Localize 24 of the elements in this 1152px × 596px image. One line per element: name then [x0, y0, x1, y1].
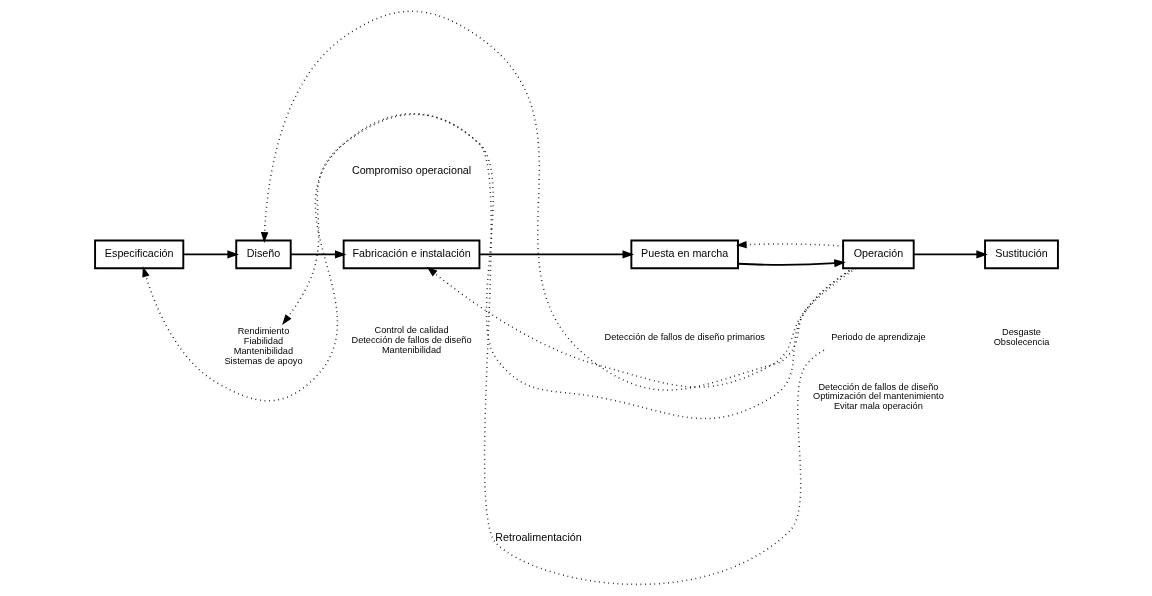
arrow	[478, 250, 634, 259]
node-box: Sustitución	[983, 239, 1059, 270]
node-text: Desgaste Obsolecencia	[993, 326, 1049, 347]
arrow	[141, 112, 853, 420]
arrow	[182, 250, 239, 259]
node-box: Especificación	[93, 239, 184, 270]
node-text: Detección de fallos de diseño Optimización del mantenimiento Evitar mala operación	[812, 381, 944, 412]
node-text: Control de calidad Detección de fallos de diseño Mantenibilidad	[351, 325, 472, 356]
arrow	[912, 250, 988, 259]
node-text: Rendimiento Fiabilidad Mantenibilidad Sistemas de apoyo	[223, 325, 303, 366]
arrow	[289, 250, 346, 259]
arrow	[735, 240, 844, 249]
arrow	[281, 113, 825, 585]
node-box: Puesta en marcha	[629, 239, 739, 270]
arrow	[260, 10, 854, 391]
node-text: Detección de fallos de diseño primarios	[604, 331, 765, 342]
node-box: Fabricación e instalación	[342, 239, 480, 270]
edge-label: Retroalimentación	[494, 530, 582, 543]
node-box: Operación	[841, 239, 915, 270]
arrow	[736, 259, 846, 268]
arrow	[426, 266, 856, 388]
label: Compromiso operacional	[351, 164, 471, 177]
node-box: Diseño	[234, 239, 292, 270]
node-text: Periodo de aprendizaje	[830, 331, 926, 342]
